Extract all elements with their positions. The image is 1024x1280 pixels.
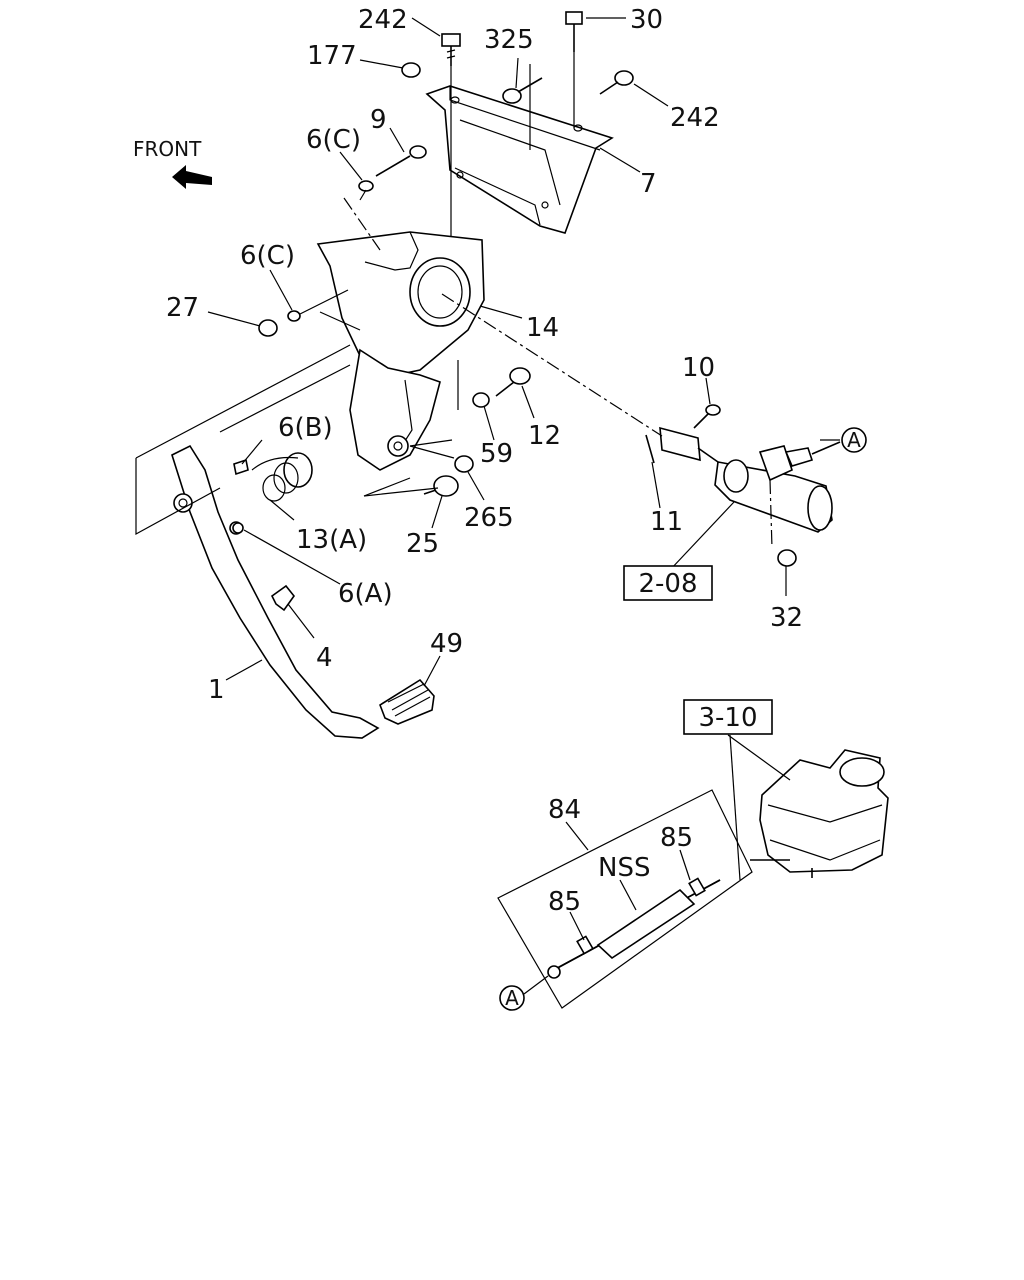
callout-4: 4 xyxy=(316,643,333,673)
callout-12: 12 xyxy=(528,421,561,451)
callout-7: 7 xyxy=(640,169,657,199)
bolt-10 xyxy=(693,404,721,429)
connector-a-bottom: A xyxy=(499,985,525,1011)
callout-6c-upper: 6(C) xyxy=(306,125,361,155)
group-ref-3-10-label: 3-10 xyxy=(698,703,757,733)
nut-32 xyxy=(777,549,797,567)
bushing-6a xyxy=(232,522,244,534)
nut-265 xyxy=(454,455,474,473)
stopper-4 xyxy=(270,584,296,612)
bolt-242-right xyxy=(599,70,634,95)
callout-85-left: 85 xyxy=(548,887,581,917)
callout-265: 265 xyxy=(464,503,514,533)
clevis-pin-11 xyxy=(645,434,655,464)
callout-6a: 6(A) xyxy=(338,579,393,609)
connector-a-top: A xyxy=(841,427,867,453)
bolt-325 xyxy=(502,77,543,104)
callout-14: 14 xyxy=(526,313,559,343)
callout-177: 177 xyxy=(307,41,357,71)
group-ref-2-08: 2-08 xyxy=(623,565,713,601)
group-ref-2-08-label: 2-08 xyxy=(638,569,697,599)
callout-242-top: 242 xyxy=(358,5,408,35)
hose-assembly-frame xyxy=(497,789,753,1009)
bushing-6c-lower xyxy=(287,310,301,322)
callout-nss: NSS xyxy=(598,853,650,883)
callout-6b: 6(B) xyxy=(278,413,333,443)
callout-6c-lower: 6(C) xyxy=(240,241,295,271)
callout-59: 59 xyxy=(480,439,513,469)
reservoir-tank xyxy=(750,749,889,878)
bolt-9 xyxy=(375,145,427,177)
callout-242-right: 242 xyxy=(670,103,720,133)
callout-27: 27 xyxy=(166,293,199,323)
bolt-25 xyxy=(423,475,459,497)
front-label: FRONT xyxy=(133,137,202,161)
leader-lines xyxy=(135,52,791,881)
group-ref-3-10: 3-10 xyxy=(683,699,773,735)
nut-59 xyxy=(472,392,490,408)
bolt-12 xyxy=(495,367,531,397)
clutch-master-cylinder xyxy=(659,426,841,533)
callout-9: 9 xyxy=(370,105,387,135)
callout-32: 32 xyxy=(770,603,803,633)
callout-11: 11 xyxy=(650,507,683,537)
front-arrow-icon xyxy=(172,165,212,189)
callout-13a: 13(A) xyxy=(296,525,367,555)
nut-27 xyxy=(258,319,278,337)
callout-leaders xyxy=(207,17,840,995)
clutch-pedal-arm xyxy=(171,444,380,739)
callout-25: 25 xyxy=(406,529,439,559)
callout-49: 49 xyxy=(430,629,463,659)
svg-text:A: A xyxy=(847,428,861,452)
upper-bracket xyxy=(425,85,614,234)
callout-85-right: 85 xyxy=(660,823,693,853)
pedal-pad xyxy=(379,678,435,725)
callout-30: 30 xyxy=(630,5,663,35)
callout-325: 325 xyxy=(484,25,534,55)
bushing-6c-upper xyxy=(358,180,374,192)
return-spring xyxy=(251,452,313,502)
bolt-242-top xyxy=(441,33,461,66)
pedal-bracket xyxy=(316,231,485,471)
nut-177 xyxy=(401,62,421,78)
bushing-6b xyxy=(233,458,249,476)
bolt-30 xyxy=(565,11,583,52)
callout-84: 84 xyxy=(548,795,581,825)
callout-10: 10 xyxy=(682,353,715,383)
svg-text:A: A xyxy=(505,986,519,1010)
callout-1: 1 xyxy=(208,675,225,705)
